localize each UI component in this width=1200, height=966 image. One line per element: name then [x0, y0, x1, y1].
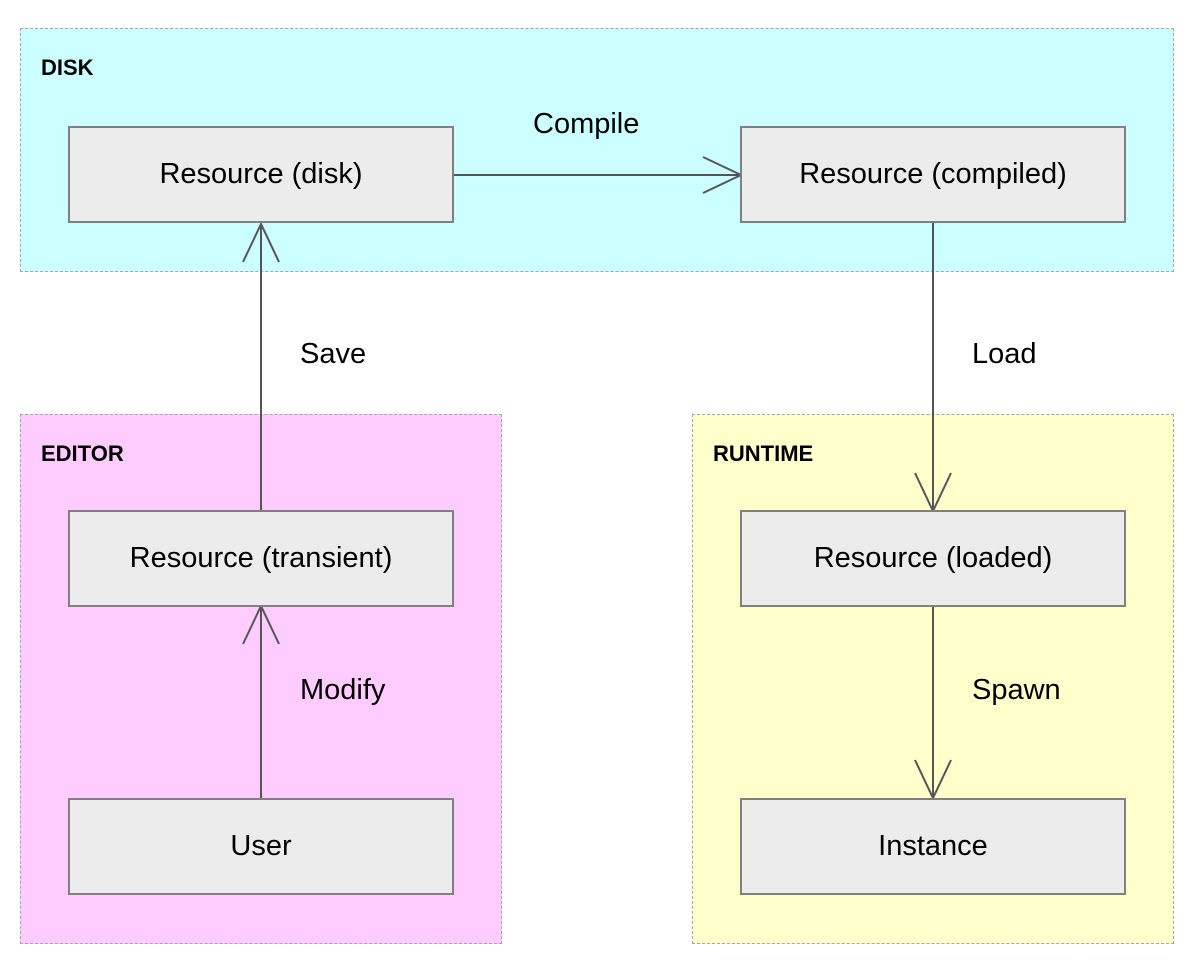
user-label: User	[230, 830, 292, 862]
resource-transient-label: Resource (transient)	[129, 542, 393, 574]
modify-label: Modify	[300, 674, 386, 706]
spawn-label: Spawn	[972, 674, 1061, 706]
disk-region-label: DISK	[41, 55, 94, 80]
editor-region-label: EDITOR	[41, 441, 124, 466]
runtime-region-label: RUNTIME	[713, 441, 814, 466]
resource-disk-node: Resource (disk)	[68, 126, 454, 223]
resource-disk-label: Resource (disk)	[159, 158, 363, 190]
resource-loaded-node: Resource (loaded)	[740, 510, 1126, 607]
resource-transient-node: Resource (transient)	[68, 510, 454, 607]
instance-node: Instance	[740, 798, 1126, 895]
load-label: Load	[972, 338, 1037, 370]
resource-compiled-node: Resource (compiled)	[740, 126, 1126, 223]
resource-compiled-label: Resource (compiled)	[799, 158, 1067, 190]
save-arrowhead	[242, 221, 280, 263]
compile-label: Compile	[533, 108, 640, 140]
resource-loaded-label: Resource (loaded)	[813, 542, 1053, 574]
save-label: Save	[300, 338, 367, 370]
user-node: User	[68, 798, 454, 895]
instance-label: Instance	[878, 830, 988, 862]
